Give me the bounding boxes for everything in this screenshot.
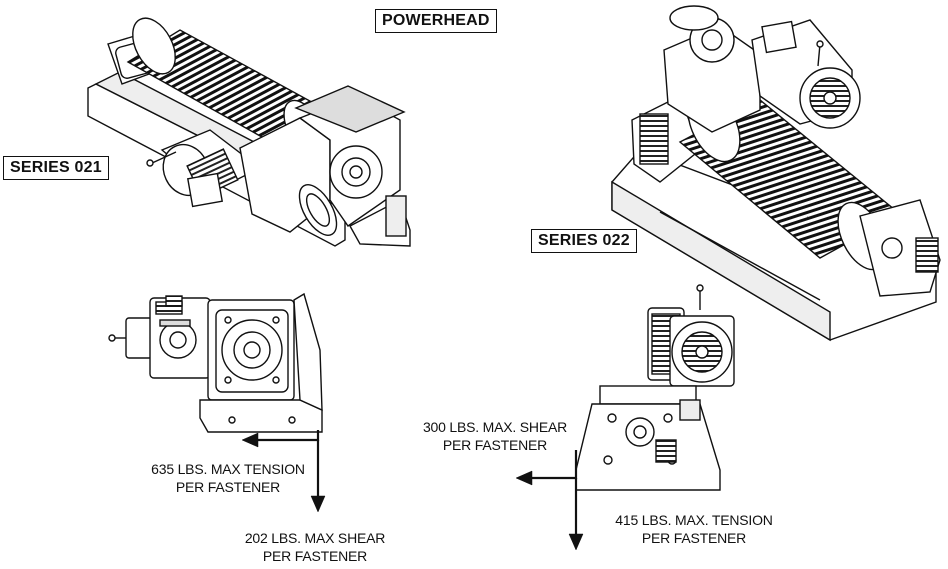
right-tension-note: 415 LBS. MAX. TENSION PER FASTENER — [594, 511, 794, 547]
left-tension-note: 635 LBS. MAX TENSION PER FASTENER — [128, 460, 328, 496]
series-021-end-view — [108, 292, 323, 433]
right-shear-note: 300 LBS. MAX. SHEAR PER FASTENER — [400, 418, 590, 454]
right-load-arrows — [515, 450, 584, 551]
series-022-winch-drawing — [611, 5, 941, 342]
right-tension-line1: 415 LBS. MAX. TENSION — [615, 512, 773, 528]
right-shear-line1: 300 LBS. MAX. SHEAR — [422, 419, 568, 435]
series-021-winch-drawing — [87, 17, 411, 247]
page-title: POWERHEAD — [375, 9, 497, 33]
series-022-label: SERIES 022 — [531, 229, 637, 253]
left-tension-line1: 635 LBS. MAX TENSION — [151, 461, 305, 477]
left-load-arrows — [241, 430, 326, 513]
left-shear-note: 202 LBS. MAX SHEAR PER FASTENER — [225, 529, 405, 565]
series-022-end-view — [575, 284, 735, 491]
left-tension-line2: PER FASTENER — [175, 479, 281, 495]
left-shear-line2: PER FASTENER — [262, 548, 368, 564]
right-tension-line2: PER FASTENER — [641, 530, 747, 546]
series-021-label: SERIES 021 — [3, 156, 109, 180]
left-shear-line1: 202 LBS. MAX SHEAR — [244, 530, 386, 546]
right-shear-line2: PER FASTENER — [442, 437, 548, 453]
